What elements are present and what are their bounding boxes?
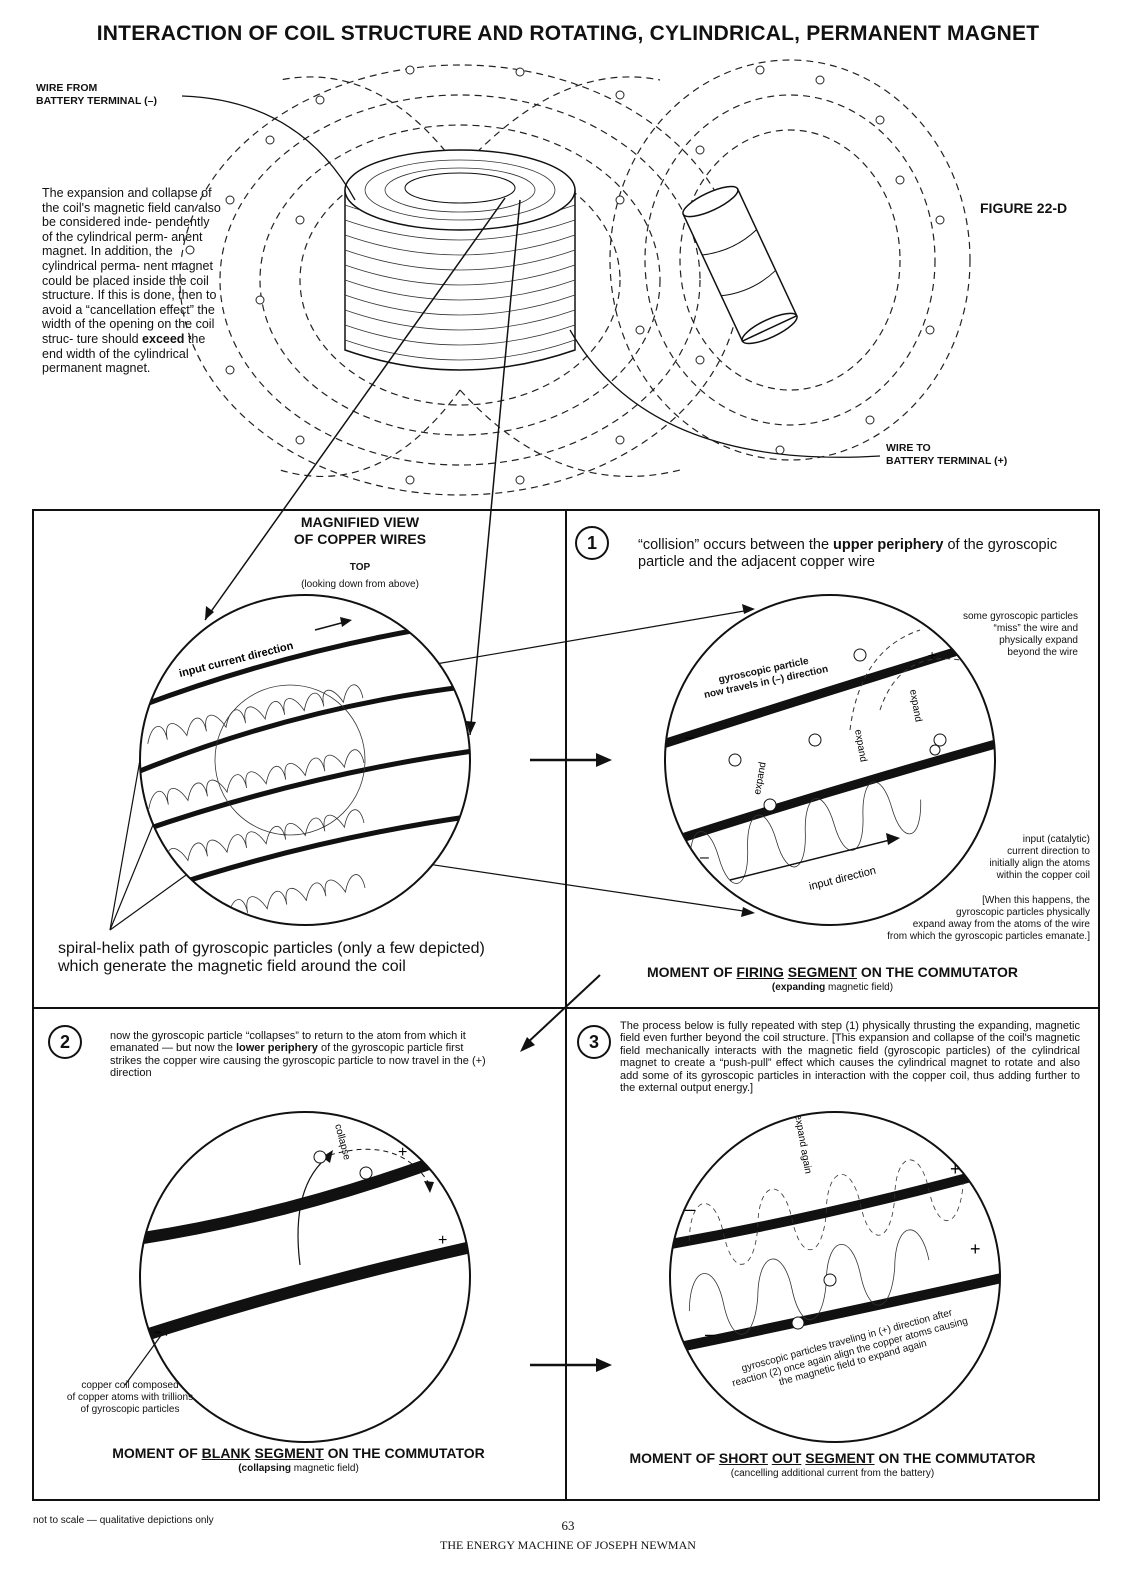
page-number: 63 [561,1518,575,1533]
coil-structure [344,149,576,371]
step-1-miss-note: some gyroscopic particles “miss” the wir… [962,611,1078,658]
step-1-minus-1: – [685,729,694,746]
step-3-plus-2: + [970,1239,981,1259]
step-1-sub-rest: magnetic field) [825,982,894,993]
side-text-bold: exceed [142,331,185,346]
helix-caption: spiral-helix path of gyroscopic particle… [58,940,485,975]
step-3-caption-u3: SEGMENT [805,1450,875,1466]
step-1-text: “collision” occurs between the upper per… [638,537,1078,571]
step-2-plus-2: + [438,1232,447,1249]
step-1-plus: + [928,647,936,663]
step-2-caption: MOMENT OF BLANK SEGMENT ON THE COMMUTATO… [36,1445,561,1461]
step-1-input-note: input (catalytic) current direction to i… [989,834,1090,881]
step-2-subcaption: (collapsing magnetic field) [36,1463,561,1474]
step-2-text-a: now the gyroscopic particle “collapses” … [110,1030,466,1055]
step-2-sub-rest: magnetic field) [290,1463,359,1474]
step-3-caption-u2: OUT [771,1450,802,1466]
coil-note-pointer [124,1325,168,1386]
step-2-caption-u2: SEGMENT [254,1445,324,1461]
step-2-text-b: of the gyroscopic particle first strikes… [110,1042,486,1080]
step-2-number: 2 [48,1025,82,1059]
step-1-caption-b: ON THE COMMUTATOR [857,964,1018,980]
step-2-text-bold: lower periphery [235,1042,318,1055]
step-1-minus-2: – [700,849,709,866]
step-1-caption-u1: FIRING [736,964,784,980]
step-2-minus-1: – [135,1213,145,1233]
step-1-text-bold: upper periphery [833,537,944,553]
side-text-part1: The expansion and collapse of the coil's… [42,186,221,346]
figure-label: FIGURE 22-D [980,200,1068,216]
book-title: THE ENERGY MACHINE OF JOSEPH NEWMAN [440,1538,696,1552]
side-explanation: The expansion and collapse of the coil's… [42,186,222,376]
step-1-caption: MOMENT OF FIRING SEGMENT ON THE COMMUTAT… [570,964,1095,980]
field-particles [185,65,945,485]
side-text-part2: the end width of the cylindrical permane… [42,331,206,376]
step-1-text-b: of the gyroscopic particle and the adjac… [638,537,1058,570]
step-1-circle: – – + expand expand expand input directi… [664,594,996,926]
step-3-minus-2: – [705,1324,715,1344]
step-2-minus-2: – [155,1321,165,1341]
field-lines [179,59,971,496]
copper-coil-note: copper coil composed of copper atoms wit… [66,1380,194,1415]
step-2-caption-b: ON THE COMMUTATOR [323,1445,485,1461]
top-note: (looking down from above) [301,579,419,590]
coil-field-illustration [179,59,971,496]
step-2-sub-bold: (collapsing [238,1463,291,1474]
step-3-text: The process below is fully repeated with… [620,1020,1080,1095]
top-label: TOP [349,562,371,573]
step-3-minus-1: – [685,1199,695,1219]
magnified-circle: input current direction [139,594,471,926]
step-3-number: 3 [577,1025,611,1059]
step-1-caption-u2: SEGMENT [787,964,857,980]
step-1-caption-a: MOMENT OF [646,964,737,980]
step-1-bracket-note: [When this happens, the gyroscopic parti… [887,895,1090,942]
step-2-caption-u1: BLANK [201,1445,251,1461]
magnified-view-title: MAGNIFIED VIEW OF COPPER WIRES [293,514,427,547]
scale-note: not to scale — qualitative depictions on… [33,1515,214,1526]
page-title: INTERACTION OF COIL STRUCTURE AND ROTATI… [96,22,1040,45]
step-2-text: now the gyroscopic particle “collapses” … [110,1030,495,1080]
step-1-sub-bold: (expanding [771,982,826,993]
step-3-subcaption: (cancelling additional current from the … [730,1468,935,1479]
step-1-text-a: “collision” occurs between the [638,537,834,553]
cylindrical-magnet [682,185,798,345]
step-1-number: 1 [575,526,609,560]
wire-positive-label: WIRE TO BATTERY TERMINAL (+) [886,442,1008,467]
wire-positive [569,329,881,458]
wire-negative-label: WIRE FROM BATTERY TERMINAL (–) [36,82,157,107]
step-2-caption-a: MOMENT OF [112,1445,202,1461]
step-2-plus-1: + [398,1144,407,1161]
step-1-subcaption: (expanding magnetic field) [570,982,1095,993]
step-2-circle: – – + + collapse [135,1111,471,1443]
step-3-plus-1: + [950,1159,961,1179]
step-3-circle: – – + + expand again [669,1111,1001,1443]
step-3-caption-u1: SHORT [718,1450,768,1466]
step-3-caption-b: ON THE COMMUTATOR [874,1450,1036,1466]
wire-negative [181,95,356,201]
step-3-caption: MOMENT OF SHORT OUT SEGMENT ON THE COMMU… [570,1450,1095,1466]
step-3-caption-a: MOMENT OF [629,1450,719,1466]
